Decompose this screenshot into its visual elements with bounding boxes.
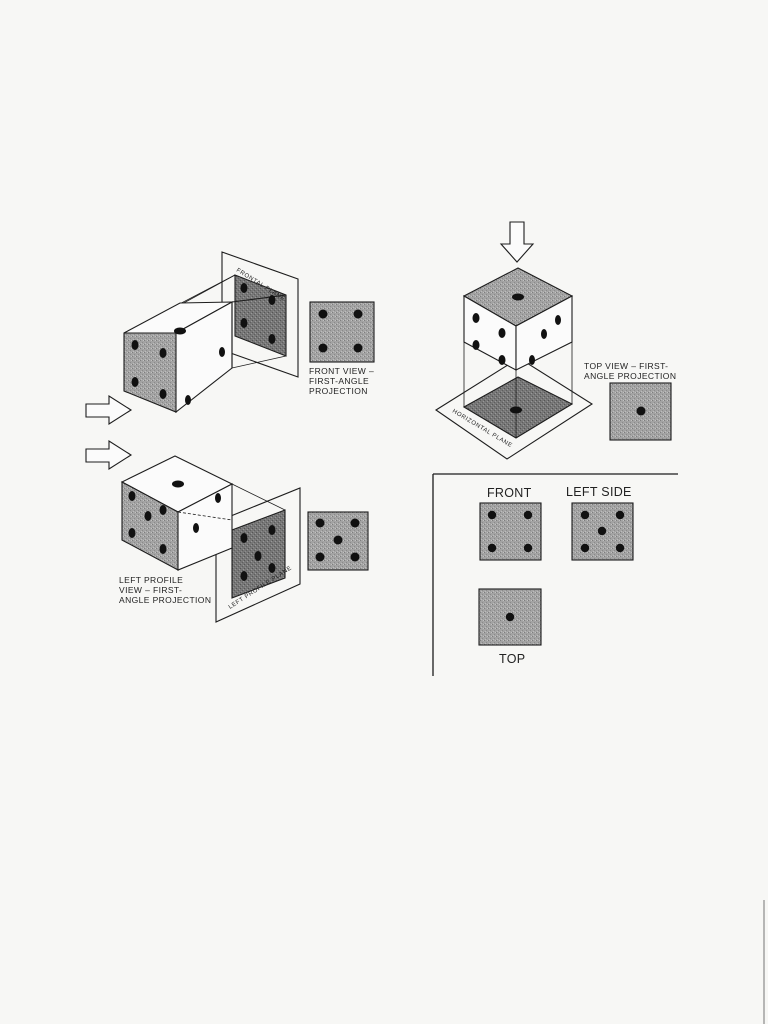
- front-view-caption-line-2: FIRST-ANGLE: [309, 376, 369, 386]
- front-view-result-pips: [318, 309, 363, 353]
- left-view-caption-line-3: ANGLE PROJECTION: [119, 595, 211, 605]
- front-view-caption-line-3: PROJECTION: [309, 386, 368, 396]
- top-view-result: [609, 382, 672, 441]
- front-view-direction-arrow: [85, 394, 133, 426]
- left-view-direction-arrow: [85, 439, 133, 471]
- front-die-pips: [131, 283, 276, 405]
- top-die-pips: [472, 293, 561, 414]
- top-view-caption-line-1: TOP VIEW – FIRST-: [584, 361, 668, 371]
- summary-frame: [432, 473, 678, 676]
- left-view-result-pips: [315, 518, 360, 562]
- summary-front-label: FRONT: [487, 486, 532, 500]
- left-view-caption-line-1: LEFT PROFILE: [119, 575, 183, 585]
- front-view-caption-line-1: FRONT VIEW –: [309, 366, 374, 376]
- top-view-caption-line-2: ANGLE PROJECTION: [584, 371, 676, 381]
- summary-top-label: TOP: [499, 652, 525, 666]
- left-die-pips: [128, 480, 276, 581]
- summary-front-view-pips: [487, 510, 533, 553]
- top-view-direction-arrow: [499, 221, 535, 263]
- summary-front-view: [479, 502, 542, 561]
- summary-top-view-pip: [505, 612, 515, 622]
- left-die-front-face: [177, 483, 233, 571]
- summary-left-side-view-pips: [580, 510, 625, 553]
- front-view-result: [309, 301, 375, 363]
- front-view-section: [123, 251, 299, 414]
- top-view-result-pip: [636, 406, 646, 416]
- summary-left-side-label: LEFT SIDE: [566, 485, 632, 499]
- projector-lines: [231, 294, 287, 303]
- left-view-caption-line-2: VIEW – FIRST-: [119, 585, 182, 595]
